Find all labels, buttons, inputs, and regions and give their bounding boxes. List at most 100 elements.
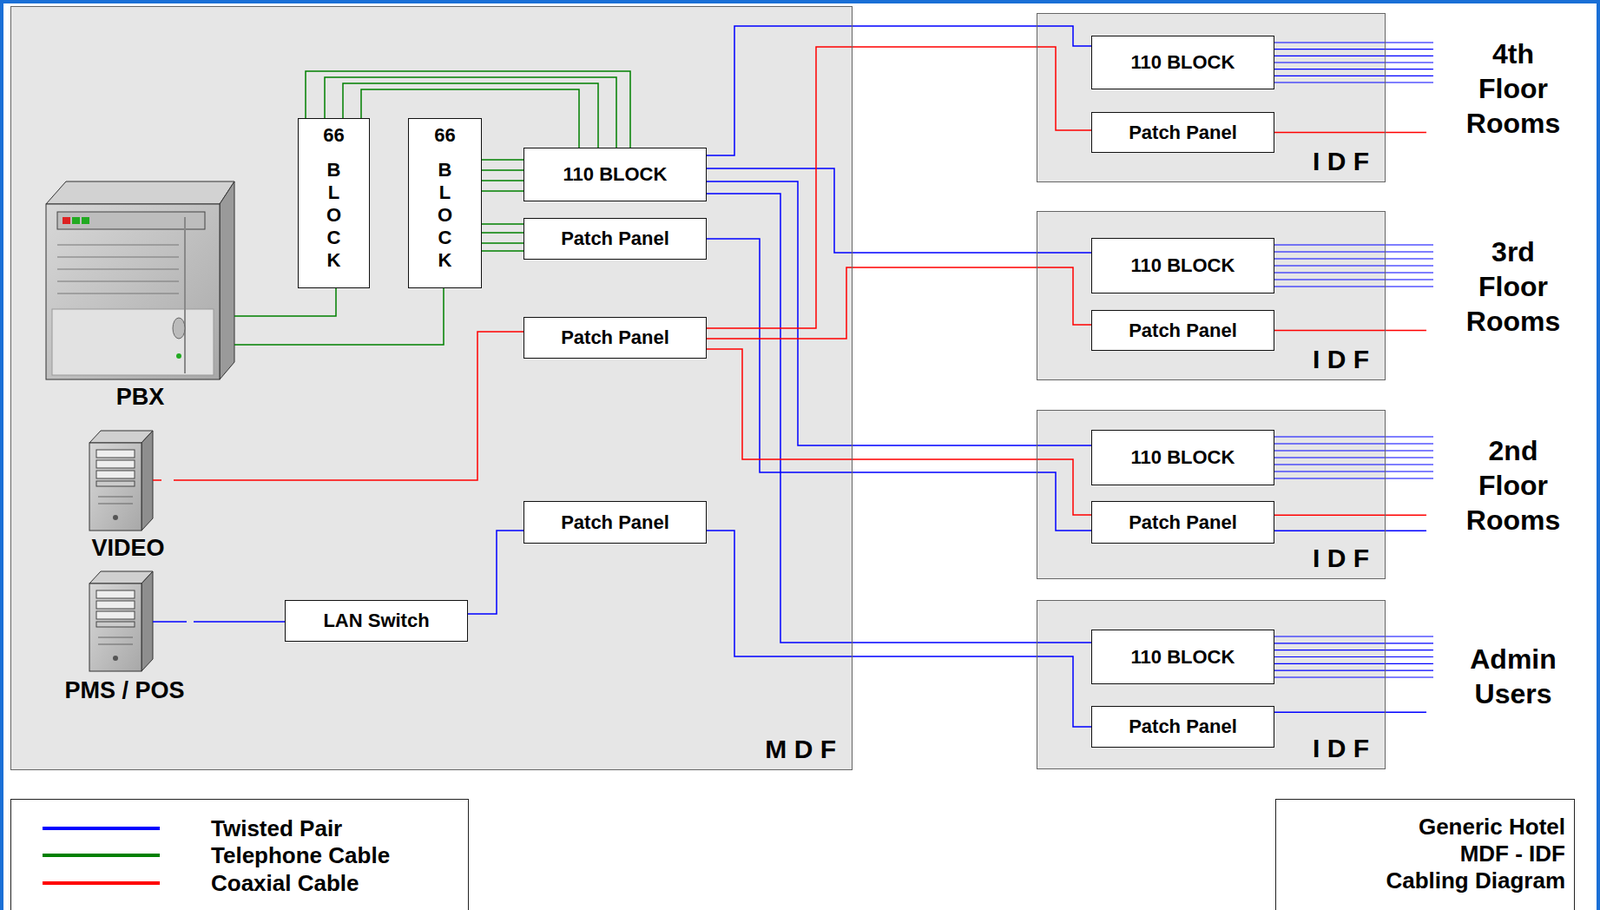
video-device: VIDEO <box>82 430 174 561</box>
room-wire <box>1274 250 1434 252</box>
box-label: Patch Panel <box>560 326 670 349</box>
box-label: 66 <box>322 124 344 147</box>
room-wire <box>1274 278 1434 280</box>
room-label: I D F <box>1312 146 1370 177</box>
room-wire <box>1274 635 1434 637</box>
legend-box: Twisted PairTelephone CableCoaxial Cable <box>10 798 469 910</box>
room-wire <box>1274 257 1434 259</box>
pbx-device: PBX <box>46 181 235 410</box>
room-wire <box>1274 264 1434 266</box>
mdf-room: M D F66BLOCK66BLOCK110 BLOCKPatch PanelP… <box>10 6 853 771</box>
box-label: Patch Panel <box>1128 715 1238 738</box>
cable-connector <box>706 46 1092 329</box>
region-fill <box>1036 599 1386 770</box>
room-wire <box>1274 711 1427 713</box>
punch-block: 66BLOCK <box>297 118 370 289</box>
punch-block: 110 BLOCK <box>523 147 707 202</box>
pms-server <box>89 571 153 672</box>
box-label: 110 BLOCK <box>563 163 668 186</box>
legend-row: Telephone Cable <box>11 842 468 870</box>
legend-row: Twisted Pair <box>11 814 468 843</box>
cable-run <box>706 181 1092 446</box>
punch-block: 110 BLOCK <box>1091 237 1275 294</box>
punch-block: 110 BLOCK <box>1091 629 1275 685</box>
region-ground <box>10 6 1386 771</box>
idf-room: I D F 110 BLOCK Patch Panel <box>1036 210 1386 381</box>
room-wire <box>1274 81 1434 83</box>
box-label: Patch Panel <box>1128 121 1238 145</box>
room-wire <box>1274 131 1427 134</box>
cable-run <box>706 238 1092 531</box>
room-wire <box>1274 649 1434 651</box>
cable-run <box>706 267 1092 339</box>
room-wire <box>1274 61 1434 63</box>
device-label: PBX <box>116 383 165 410</box>
box-label: Patch Panel <box>1128 511 1238 534</box>
box-label: Patch Panel <box>1128 319 1238 343</box>
room-wire <box>1274 271 1434 273</box>
cable-run <box>481 250 524 252</box>
cable-run <box>706 193 1092 643</box>
room-wire <box>1274 513 1427 516</box>
cable-connector <box>234 288 444 345</box>
room-wire <box>1274 435 1434 437</box>
region-fill <box>1036 409 1386 580</box>
box-label: 110 BLOCK <box>1131 254 1236 277</box>
box-label: BLOCK <box>435 158 455 272</box>
cable-run <box>173 331 524 481</box>
legend-text: Coaxial Cable <box>210 869 360 896</box>
room-wire <box>1274 243 1434 245</box>
patch-panel: Patch Panel <box>1091 309 1275 351</box>
room-wire <box>1274 442 1434 444</box>
room-wire <box>1274 41 1434 43</box>
punch-block: 110 BLOCK <box>1091 35 1275 90</box>
cable-run <box>193 620 285 623</box>
cable-run <box>481 158 524 161</box>
title-box: Generic Hotel MDF - IDF Cabling Diagram <box>1275 798 1575 910</box>
cable-run <box>481 179 524 182</box>
cable-connector <box>706 26 1092 156</box>
box-label: Patch Panel <box>560 227 670 251</box>
room-wire <box>1274 449 1434 451</box>
idf-room: I D F110 BLOCKPatch Panel <box>1036 409 1386 580</box>
idf-room: I D F110 BLOCKPatch Panel <box>1036 599 1386 770</box>
cable-connector <box>706 238 1092 531</box>
box-label: Patch Panel <box>560 511 670 534</box>
room-wires <box>1274 42 1434 712</box>
patch-panel: Patch Panel <box>1091 705 1275 748</box>
box-label: 110 BLOCK <box>1131 51 1236 74</box>
cable-run <box>706 26 1092 156</box>
region-fill <box>1036 13 1386 183</box>
cable-run <box>706 348 1092 515</box>
lan-switch: LAN Switch <box>284 599 468 642</box>
patch-panel: Patch Panel <box>523 316 707 359</box>
area-label: 3rd Floor Rooms <box>1456 234 1570 339</box>
box-label: 110 BLOCK <box>1131 446 1236 469</box>
patch-panel: Patch Panel <box>1091 500 1275 544</box>
room-label: I D F <box>1312 344 1370 375</box>
room-wire <box>1274 285 1434 287</box>
cable-run <box>481 223 524 225</box>
room-wire <box>1274 329 1427 332</box>
cable-run <box>467 530 524 614</box>
box-label: 110 BLOCK <box>1131 645 1236 669</box>
area-label: 4th Floor Rooms <box>1456 36 1570 141</box>
server-device: PMS / POS <box>55 571 194 704</box>
cable-run <box>234 288 336 317</box>
region-fill <box>1036 210 1386 381</box>
cable-connector <box>481 223 524 251</box>
area-label: Admin Users <box>1456 641 1570 712</box>
cable-connector <box>234 288 336 317</box>
cable-connector <box>706 530 1092 727</box>
cable-connector <box>706 193 1092 643</box>
legend-text: Telephone Cable <box>210 842 390 869</box>
room-wire <box>1274 48 1434 50</box>
room-wire <box>1274 68 1434 70</box>
cable-run <box>481 190 524 192</box>
room-wire <box>1274 670 1434 672</box>
room-wire <box>1274 477 1434 479</box>
cable-connector <box>193 621 285 623</box>
